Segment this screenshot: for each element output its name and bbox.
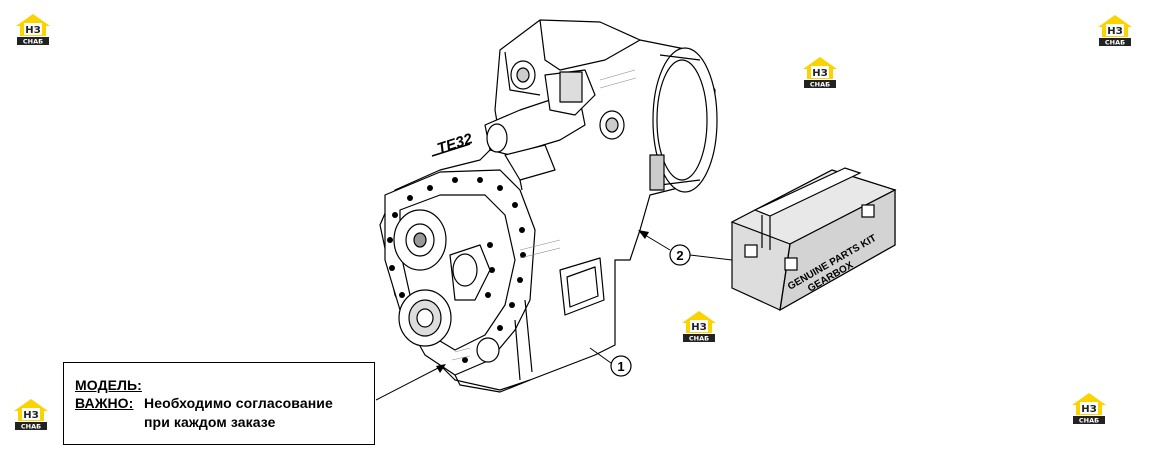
callout-1-number: 1: [617, 359, 624, 374]
callout-2: 2: [638, 230, 733, 266]
watermark-logo-bottom-right: НЗ СНАБ: [1070, 391, 1108, 425]
callout-2-number: 2: [676, 248, 683, 263]
callout-1: 1: [589, 347, 632, 377]
watermark-logo-top-left: НЗ СНАБ: [14, 12, 52, 46]
note-box: МОДЕЛЬ: ВАЖНО: Необходимо согласование п…: [63, 362, 375, 445]
watermark-logo-bottom-left: НЗ СНАБ: [12, 397, 50, 431]
logo-sub: СНАБ: [810, 81, 830, 89]
logo-letters: НЗ: [1081, 404, 1096, 415]
logo-sub: СНАБ: [689, 335, 709, 343]
logo-letters: НЗ: [25, 25, 40, 36]
note-leader: [375, 364, 446, 401]
logo-letters: НЗ: [1107, 26, 1122, 37]
important-text-line1: Необходимо согласование: [144, 395, 333, 411]
important-text-line2: при каждом заказе: [144, 414, 276, 430]
parts-kit-box: GENUINE PARTS KIT GEARBOX: [730, 167, 897, 312]
logo-letters: НЗ: [691, 322, 706, 333]
model-note-label: МОДЕЛЬ:: [75, 377, 142, 393]
converter-housing-ring: [652, 47, 718, 193]
mid-hub: [449, 244, 491, 301]
important-label: ВАЖНО:: [75, 395, 134, 411]
watermark-logo-center-top: НЗ СНАБ: [801, 55, 839, 89]
logo-sub: СНАБ: [21, 423, 41, 431]
logo-sub: СНАБ: [1079, 417, 1099, 425]
watermark-logo-center: НЗ СНАБ: [680, 309, 718, 343]
logo-sub: СНАБ: [23, 38, 43, 46]
drain-plug: [476, 337, 500, 363]
watermark-logo-top-right: НЗ СНАБ: [1096, 13, 1134, 47]
logo-letters: НЗ: [812, 68, 827, 79]
logo-sub: СНАБ: [1105, 39, 1125, 47]
inspection-cover: [559, 257, 605, 316]
logo-letters: НЗ: [23, 410, 38, 421]
